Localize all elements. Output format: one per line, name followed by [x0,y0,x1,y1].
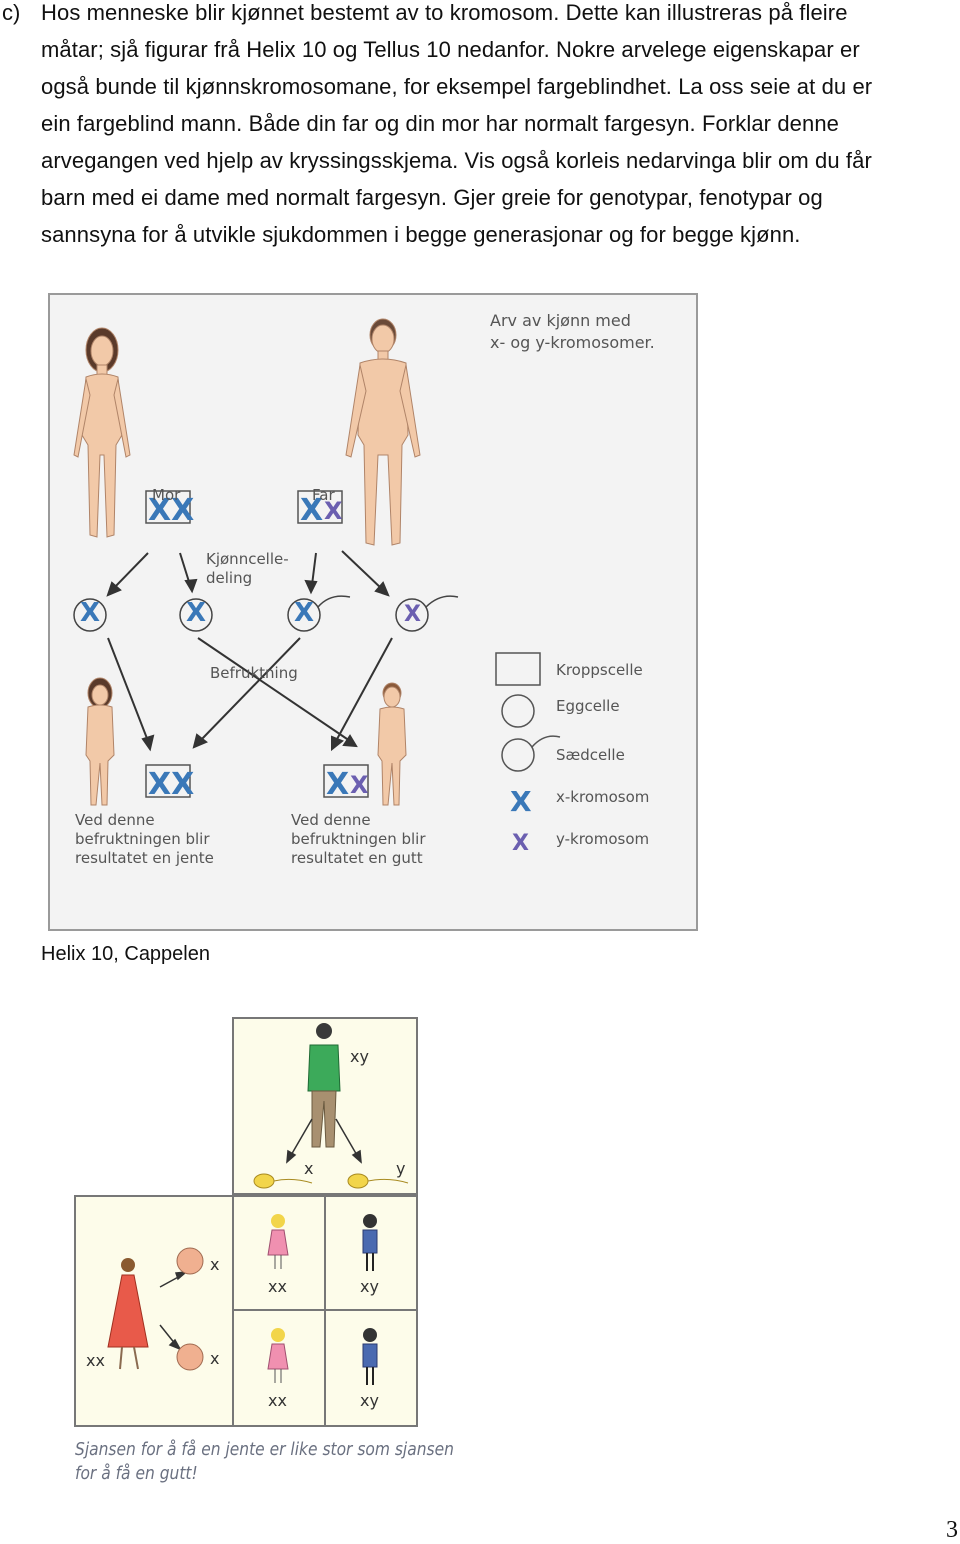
boy-x-chromosome-icon: X [326,767,350,802]
sperm-y-label: y [396,1159,406,1178]
boy-caption-line-3: resultatet en gutt [291,849,423,867]
mother-x-chromosome-icon: XX [148,493,195,528]
boy-figure [377,682,407,806]
mother-figure [107,1258,149,1370]
question-line-6: barn med ei dame med normalt fargesyn. G… [41,185,823,210]
boy-caption-line-1: Ved denne [291,811,371,829]
boy-caption-line-2: befruktningen blir [291,830,426,848]
boy-child-icon [362,1328,378,1385]
father-figure [345,318,421,546]
mother-genotype: xx [86,1351,105,1370]
girl-figure [85,677,115,806]
legend-sperm-cell-label: Sædcelle [556,746,625,764]
meiosis-label-line-2: deling [206,569,253,587]
figure2-caption: Sjansen for å få en jente er like stor s… [75,1438,454,1486]
father-figure [307,1023,341,1148]
legend-y-chromosome-icon: X [512,831,529,856]
girl-child-icon [267,1328,289,1383]
egg-x-label-top: x [210,1255,220,1274]
egg-x-label-bottom: x [210,1349,220,1368]
boy-y-chromosome-icon: X [350,771,369,799]
legend-body-cell-icon [495,652,541,686]
question-line-2: måtar; sjå figurar frå Helix 10 og Tellu… [41,37,860,62]
figure-title-line-2: x- og y-kromosomer. [490,333,655,352]
legend-x-chromosome-label: x-kromosom [556,788,650,806]
figure2-caption-line-2: for å få en gutt! [75,1463,198,1484]
cell-genotype: xy [360,1277,379,1296]
sex-inheritance-figure: XX X X X X X X XX X X X X Arv av kjønn m… [48,293,698,931]
father-x-chromosome-icon: X [300,493,324,528]
girl-caption-line-1: Ved denne [75,811,155,829]
figure1-caption: Helix 10, Cappelen [41,943,210,965]
figure-illustration [73,318,561,806]
question-line-7: sannsyna for å utvikle sjukdommen i begg… [41,222,801,247]
mother-figure [73,327,131,538]
legend-sperm-cell-icon [501,738,535,772]
legend-egg-cell-icon [501,694,535,728]
egg-x-chromosome-icon: X [186,598,207,628]
page-number: 3 [946,1517,958,1543]
girl-xx-chromosome-icon: XX [148,767,195,802]
girl-caption-line-3: resultatet en jente [75,849,214,867]
question-line-1: Hos menneske blir kjønnet bestemt av to … [41,0,848,25]
punnett-illustration [107,1023,409,1385]
mother-label: Mor [152,486,181,504]
father-genotype: xy [350,1047,369,1066]
father-label: Far [312,486,335,504]
boy-child-icon [362,1214,378,1271]
question-line-4: ein fargeblind mann. Både din far og din… [41,111,839,136]
girl-child-icon [267,1214,289,1269]
fertilization-label: Befruktning [210,664,298,682]
figure-title-line-1: Arv av kjønn med [490,311,631,330]
question-line-5: arvegangen ved hjelp av kryssingsskjema.… [41,148,872,173]
girl-caption-line-2: befruktningen blir [75,830,210,848]
egg-x-chromosome-icon: X [80,598,101,628]
cell-genotype: xy [360,1391,379,1410]
sperm-x-label: x [304,1159,314,1178]
legend-x-chromosome-icon: X [510,785,532,818]
legend-body-cell-label: Kroppscelle [556,661,643,679]
legend-egg-cell-label: Eggcelle [556,697,620,715]
punnett-square-figure: xy x y x x xx xx xy xx xy [72,1017,422,1427]
cell-genotype: xx [268,1277,287,1296]
father-y-chromosome-icon: X [324,497,343,525]
sperm-x-chromosome-icon: X [294,598,315,628]
figure2-caption-line-1: Sjansen for å få en jente er like stor s… [75,1439,454,1460]
mother-panel [74,1195,234,1427]
question-line-3: også bunde til kjønnskromosomane, for ek… [41,74,873,99]
cell-genotype: xx [268,1391,287,1410]
legend-y-chromosome-label: y-kromosom [556,830,650,848]
question-label: c) [2,0,21,25]
meiosis-label-line-1: Kjønncelle- [206,550,289,568]
sperm-y-chromosome-icon: X [404,602,421,627]
